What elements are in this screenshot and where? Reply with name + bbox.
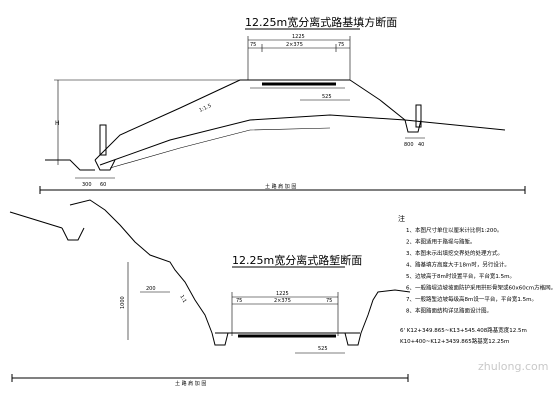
fill-slope-ratio: 1:1.5 xyxy=(198,103,212,114)
cut-right-ditch xyxy=(344,332,362,346)
cut-dim-shoulder-right: 75 xyxy=(326,298,332,304)
fill-dim-total: 1225 xyxy=(292,34,305,40)
note-item: 1、本图尺寸单位以厘米计比例1:200。 xyxy=(406,226,502,234)
fill-left-toe xyxy=(45,159,95,171)
fill-right-ditch xyxy=(404,119,422,133)
fill-ground-line xyxy=(99,114,506,166)
fill-dim-shoulder-right: 75 xyxy=(338,42,344,48)
fill-slope-left xyxy=(94,79,241,161)
cut-section: 12.25m宽分离式路堑断面 1225 75 2×375 75 1:1 200 … xyxy=(9,199,411,387)
fill-height-label: H xyxy=(55,120,60,127)
fill-section: 12.25m宽分离式路基填方断面 1225 75 2×375 75 1:1.5 … xyxy=(39,15,526,194)
cut-height-label: 1000 xyxy=(120,296,126,309)
fill-right-dim: 800 xyxy=(404,142,414,148)
cut-slope-left xyxy=(69,199,213,334)
note-item: 3、本图未示出填挖交界处的处理方式。 xyxy=(406,249,503,257)
cut-left-ditch xyxy=(211,332,229,346)
station-item: 6' K12+349.865~K13+545.408路基宽度12.5m xyxy=(400,326,527,334)
fill-section-title: 12.25m宽分离式路基填方断面 xyxy=(245,15,397,29)
cut-section-title: 12.25m宽分离式路堑断面 xyxy=(232,253,362,267)
stations-list: 6' K12+349.865~K13+545.408路基宽度12.5mK10+4… xyxy=(400,326,527,345)
fill-dim-shoulder-left: 75 xyxy=(250,42,256,48)
fill-slope-dim: 525 xyxy=(322,94,332,100)
cut-footnote: 土 路 肩 加 固 xyxy=(175,380,206,387)
station-item: K10+400~K12+3439.865路基宽12.25m xyxy=(400,337,509,345)
watermark: zhulong.com xyxy=(478,360,548,373)
cut-bench-dim: 200 xyxy=(146,286,156,292)
cut-top-ground xyxy=(9,211,63,229)
note-item: 2、本图适用于路堤与路堑。 xyxy=(406,238,476,246)
note-item: 5、边坡高于8m时设置平台，平台宽1.5m。 xyxy=(406,272,515,280)
cut-slope-dim: 525 xyxy=(318,346,328,352)
cut-slope-ratio: 1:1 xyxy=(178,294,187,304)
fill-dim-lane: 2×375 xyxy=(286,42,303,48)
notes-list: 1、本图尺寸单位以厘米计比例1:200。 2、本图适用于路堤与路堑。 3、本图未示出… xyxy=(406,226,556,315)
fill-ground-hatch xyxy=(109,127,331,169)
fill-left-dim: 300 xyxy=(82,182,92,188)
fill-left-ditch-wall xyxy=(99,124,107,156)
note-item: 8、本图路面结构详见路面设计图。 xyxy=(406,307,492,315)
cut-slope-right xyxy=(360,289,411,334)
cut-dim-total: 1225 xyxy=(276,291,289,297)
note-item: 6、一般路堤边坡坡面防护采用拱形骨架或60x60cm方格网。 xyxy=(406,284,556,292)
notes-header: 注 xyxy=(398,214,405,223)
notes-block: 注 1、本图尺寸单位以厘米计比例1:200。 2、本图适用于路堤与路堑。 3、本图未… xyxy=(398,214,556,345)
fill-left-dim2: 60 xyxy=(100,182,106,188)
fill-left-ditch xyxy=(94,159,116,171)
cut-dim-shoulder-left: 75 xyxy=(236,298,242,304)
fill-footnote: 土 路 肩 加 固 xyxy=(265,183,296,190)
fill-slope-right xyxy=(349,79,406,121)
note-item: 7、一般路堑边坡每级高8m设一平台，平台宽1.5m。 xyxy=(406,295,537,303)
fill-right-ditch-wall xyxy=(415,104,422,128)
cut-top-ditch xyxy=(61,227,85,241)
note-item: 4、路基填方高度大于18m时，另行设计。 xyxy=(406,261,510,269)
fill-right-dim2: 40 xyxy=(418,142,424,148)
cut-dim-lane: 2×375 xyxy=(274,298,291,304)
